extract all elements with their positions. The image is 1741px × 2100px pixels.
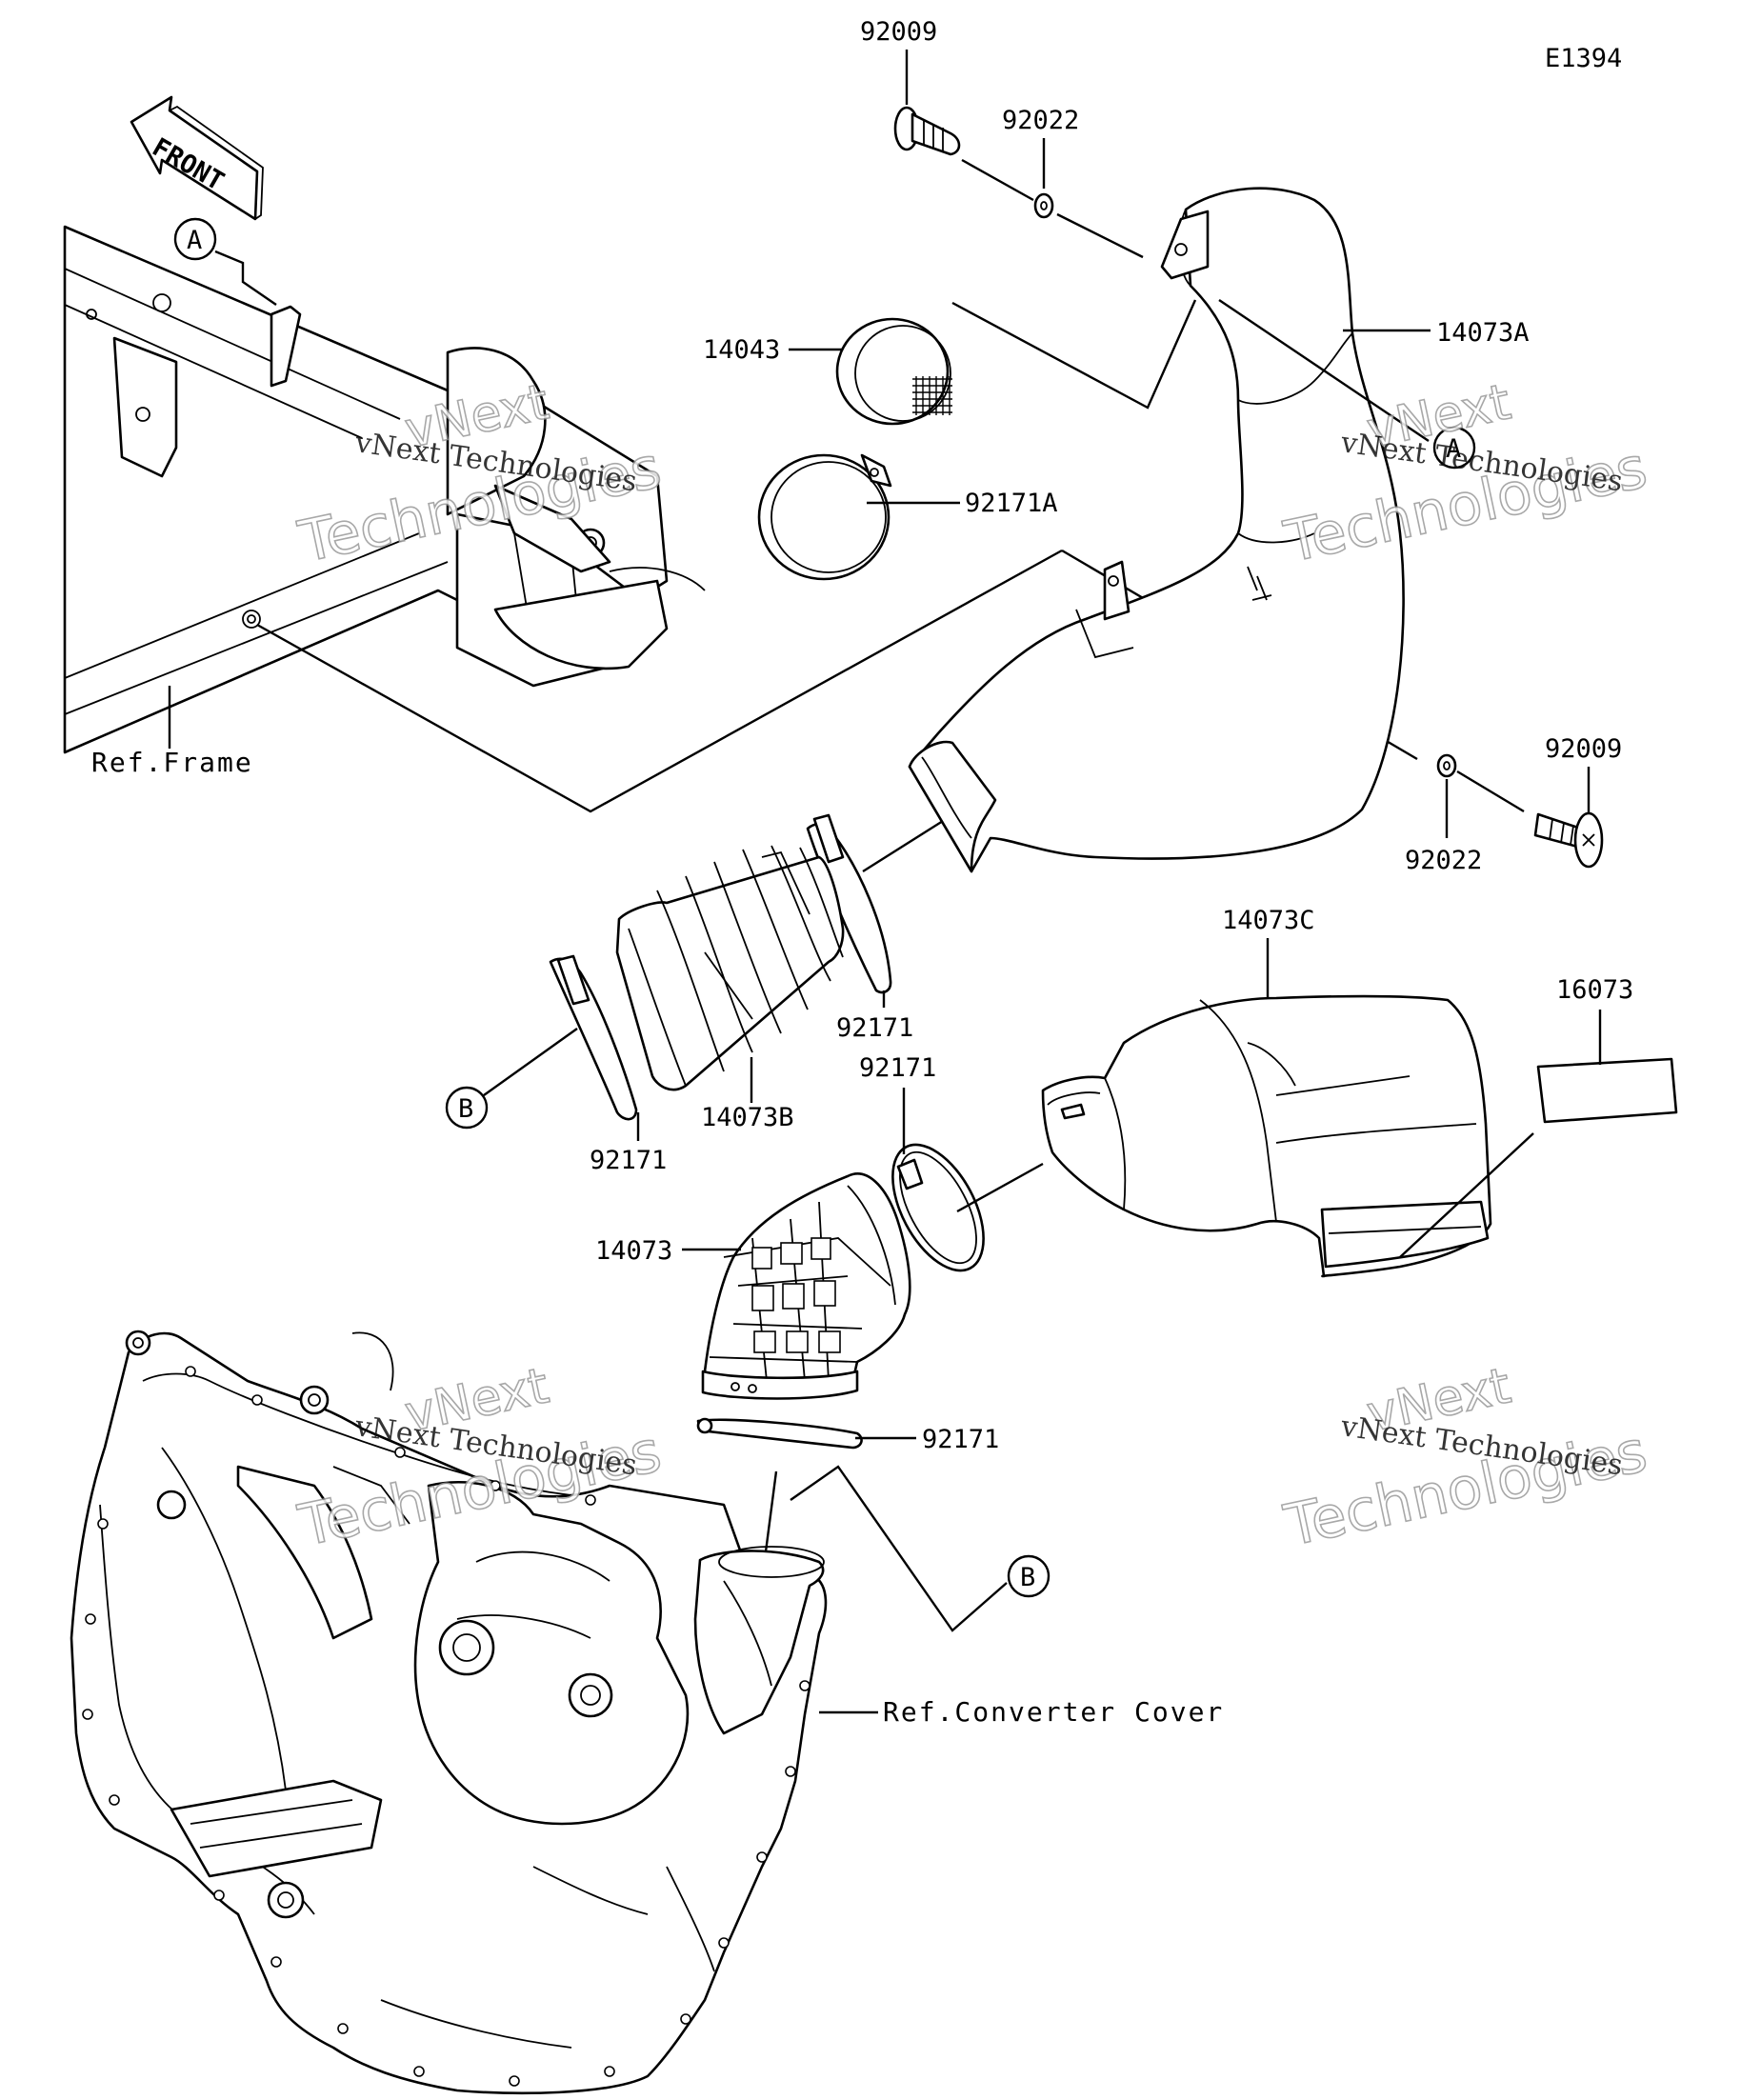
part-label-92171a: 92171A [965, 489, 1058, 518]
frame [63, 225, 706, 754]
part-label-92022-right: 92022 [1405, 846, 1482, 875]
duct-upper-14073a [908, 187, 1405, 873]
callout-a-duct: A [1218, 299, 1476, 470]
bolt-right [1533, 811, 1604, 869]
clamp-bottom [696, 1417, 863, 1450]
clamp-lower-upper [891, 1143, 985, 1272]
clamp-mid-right [806, 813, 892, 994]
callout-b-converter: B [790, 1465, 1051, 1632]
svg-text:A: A [187, 226, 202, 255]
clamp-92171a [757, 453, 892, 581]
part-label-92009-right: 92009 [1545, 734, 1622, 764]
label-16073 [1536, 1057, 1678, 1124]
ref-converter-cover-label: Ref.Converter Cover [883, 1696, 1224, 1728]
part-label-14073: 14073 [595, 1236, 672, 1266]
ref-frame-label: Ref.Frame [91, 747, 253, 778]
washer-top [1033, 192, 1054, 219]
part-label-92171-lower-upper: 92171 [859, 1053, 936, 1083]
callout-a-frame: A [173, 217, 277, 306]
svg-text:vNext: vNext [1362, 373, 1515, 459]
part-label-14073a: 14073A [1436, 318, 1530, 348]
part-label-92171-mid-right: 92171 [836, 1013, 913, 1043]
svg-text:B: B [1020, 1563, 1035, 1592]
elbow-14073 [701, 1172, 911, 1400]
boot-14073b [615, 845, 845, 1091]
callout-b-boot: B [445, 1028, 578, 1130]
front-arrow-icon: FRONT [130, 95, 264, 221]
diagram-code: E1394 [1545, 44, 1622, 73]
part-label-14073c: 14073C [1222, 906, 1315, 935]
part-label-14073b: 14073B [701, 1103, 794, 1132]
clamp-mid-left [549, 954, 638, 1121]
watermark-3: vNext Technologies vNext Technologies [292, 1357, 668, 1561]
watermark-4: vNext Technologies vNext Technologies [1278, 1357, 1653, 1561]
bolt-top [893, 106, 961, 156]
part-label-92009-top: 92009 [860, 17, 937, 47]
part-label-92171-bottom: 92171 [922, 1425, 999, 1454]
part-label-92022-top: 92022 [1002, 106, 1079, 135]
svg-text:A: A [1446, 434, 1461, 464]
part-label-92171-mid-left: 92171 [590, 1146, 667, 1175]
part-label-14043: 14043 [703, 335, 780, 365]
converter-cover [70, 1330, 828, 2095]
washer-right [1436, 753, 1457, 778]
duct-cover-14073c [1041, 994, 1492, 1278]
svg-text:B: B [458, 1094, 473, 1124]
part-label-16073: 16073 [1556, 975, 1633, 1005]
screen-14043 [835, 317, 952, 426]
